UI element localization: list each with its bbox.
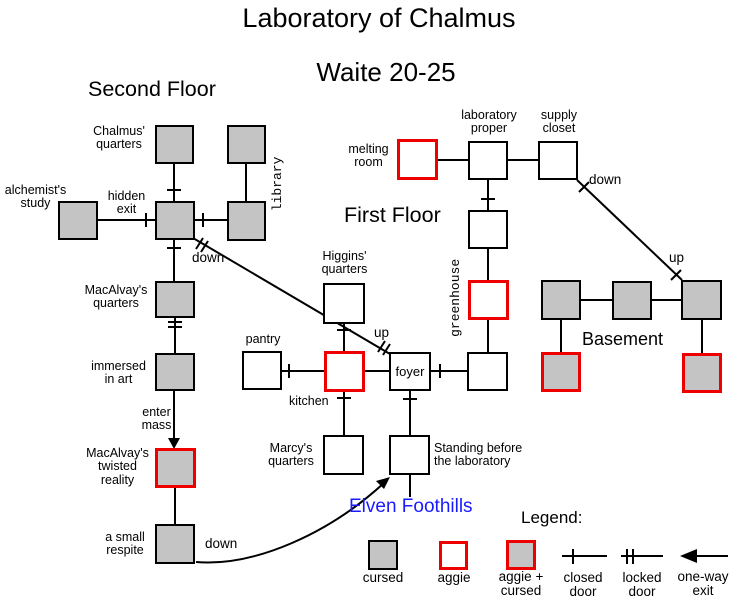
- arrowhead-down-icon: [168, 438, 180, 449]
- legend-aggie-cursed-swatch: [506, 540, 536, 570]
- label-standing-before-laboratory: Standing before the laboratory: [434, 441, 523, 469]
- legend-closed-door-label: closed door: [563, 570, 603, 600]
- room-kitchen: [324, 351, 365, 392]
- label-greenhouse: greenhouse: [448, 258, 464, 337]
- legend-aggie-cursed-label: aggie + cursed: [498, 569, 544, 599]
- legend-cursed-label: cursed: [362, 570, 404, 585]
- room-basement-se: [682, 353, 722, 393]
- room-library-upper: [227, 125, 266, 164]
- label-higgins-quarters: Higgins' quarters: [321, 249, 368, 277]
- room-below-greenhouse: [467, 352, 508, 391]
- room-foyer: foyer: [389, 352, 431, 391]
- edge-hub-foyer-diagonal: [192, 237, 391, 355]
- heading-first-floor: First Floor: [344, 203, 441, 227]
- label-macalvays-twisted-reality: MacAlvay's twisted reality: [86, 446, 149, 487]
- edge-supply-basement-diagonal: [576, 179, 683, 281]
- arrowhead-oneway-icon: [376, 477, 390, 489]
- label-macalvays-quarters: MacAlvay's quarters: [84, 283, 148, 311]
- closed-door-icon: [670, 269, 682, 281]
- label-enter-mass: enter mass: [141, 405, 172, 433]
- legend-locked-door-label: locked door: [622, 570, 662, 600]
- label-laboratory-proper: laboratory proper: [461, 108, 517, 136]
- room-alchemists-study: [58, 201, 98, 240]
- room-basement-n: [612, 281, 652, 320]
- legend-aggie-swatch: [439, 541, 468, 570]
- heading-basement: Basement: [582, 329, 664, 349]
- label-up-to-second-floor: up: [374, 325, 390, 340]
- label-supply-closet: supply closet: [540, 108, 578, 136]
- room-immersed-in-art: [155, 353, 195, 391]
- label-down-from-respite: down: [205, 536, 238, 551]
- legend-title: Legend:: [521, 508, 583, 527]
- legend-cursed-swatch: [368, 540, 398, 570]
- label-up-from-basement: up: [669, 250, 685, 265]
- locked-door-icon: [168, 321, 182, 328]
- label-hidden-exit: hidden exit: [107, 189, 146, 217]
- page-title: Laboratory of Chalmus: [242, 3, 516, 33]
- legend-aggie-label: aggie: [437, 570, 471, 585]
- room-laboratory-proper: [468, 141, 508, 180]
- exit-area-label: Elven Foothills: [349, 496, 473, 517]
- label-kitchen: kitchen: [289, 394, 329, 408]
- room-macalvays-quarters: [155, 281, 195, 318]
- label-chalmus-quarters: Chalmus' quarters: [93, 124, 145, 152]
- label-alchemists-study: alchemist's study: [4, 183, 67, 211]
- room-basement-nw: [541, 280, 581, 320]
- room-basement-sw: [541, 352, 581, 392]
- room-supply-closet: [538, 141, 578, 180]
- legend-arrowhead-icon: [680, 549, 697, 563]
- legend-one-way-exit-label: one-way exit: [677, 569, 729, 599]
- label-pantry: pantry: [245, 332, 281, 346]
- room-pantry: [242, 351, 282, 390]
- label-marcys-quarters: Marcy's quarters: [268, 441, 314, 469]
- one-way-exit-curve: [195, 481, 386, 564]
- room-greenhouse: [468, 280, 509, 320]
- locked-door-icon: [377, 340, 391, 356]
- room-chalmus-quarters: [155, 125, 194, 164]
- closed-door-icon: [578, 181, 590, 193]
- room-melting-room: [397, 139, 438, 180]
- heading-second-floor: Second Floor: [88, 77, 216, 101]
- room-foyer-label: foyer: [395, 364, 425, 379]
- locked-door-icon: [626, 549, 634, 564]
- room-macalvays-twisted-reality: [155, 448, 196, 488]
- room-basement-ne: [681, 280, 722, 320]
- label-melting-room: melting room: [348, 142, 389, 170]
- label-library: library: [270, 156, 286, 212]
- room-a-small-respite: [155, 524, 195, 564]
- locked-door-icon: [195, 237, 209, 253]
- room-marcys-quarters: [323, 435, 364, 475]
- page-subtitle: Waite 20-25: [316, 57, 456, 87]
- label-immersed-in-art: immersed in art: [91, 359, 146, 387]
- label-down-from-hub: down: [192, 250, 225, 265]
- room-standing-before-laboratory: [389, 435, 430, 475]
- room-second-floor-hub: [155, 201, 195, 240]
- label-a-small-respite: a small respite: [105, 530, 145, 558]
- room-library-lower: [227, 201, 266, 241]
- label-down-from-supply: down: [589, 172, 622, 187]
- room-below-laboratory: [468, 210, 508, 249]
- room-higgins-quarters: [323, 283, 365, 324]
